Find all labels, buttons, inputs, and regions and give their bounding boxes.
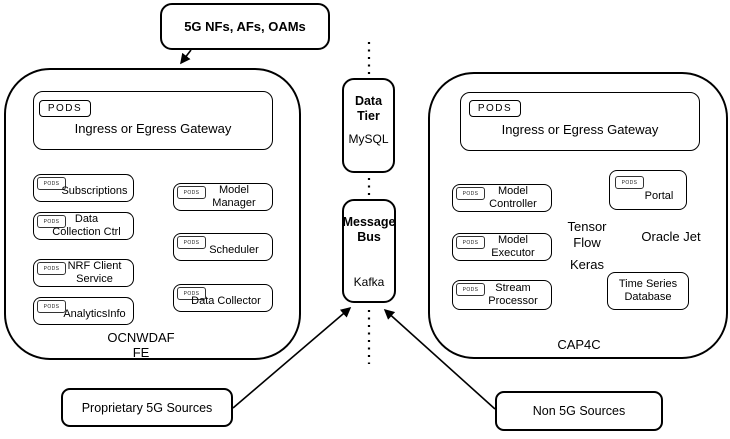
cap4c-gateway: PODS Ingress or Egress Gateway <box>460 92 700 151</box>
source-5g-nfs-afs-oams: 5G NFs, AFs, OAMs <box>160 3 330 50</box>
component-label: AnalyticsInfo <box>63 308 126 321</box>
data-tier-title: Data Tier <box>354 94 383 123</box>
component-data-collection-ctrl: PODS Data Collection Ctrl <box>33 212 134 240</box>
component-portal: PODS Portal <box>609 170 687 210</box>
arrow-5gnfs-to-ocnwdaf <box>180 49 192 65</box>
pods-tag: PODS <box>37 262 66 275</box>
component-model-manager: PODS Model Manager <box>173 183 273 211</box>
ocnwdaf-gateway-label: Ingress or Egress Gateway <box>74 121 232 136</box>
label-oracle-jet: Oracle Jet <box>641 229 701 244</box>
pods-tag: PODS <box>37 300 66 313</box>
source-non-5g-label: Non 5G Sources <box>532 404 626 418</box>
pods-tag: PODS <box>37 215 66 228</box>
pods-tag: PODS <box>456 283 485 296</box>
cap4c-cluster-title: CAP4C <box>557 337 601 352</box>
pods-tag: PODS <box>177 287 206 300</box>
pods-tag: PODS <box>177 236 206 249</box>
component-model-controller: PODS Model Controller <box>452 184 552 212</box>
source-non-5g: Non 5G Sources <box>495 391 663 431</box>
component-subscriptions: PODS Subscriptions <box>33 174 134 202</box>
component-time-series-database: Time Series Database <box>607 272 689 310</box>
component-label: Data Collector <box>191 295 261 308</box>
message-bus-tech: Kafka <box>353 275 385 289</box>
message-bus-title: Message Bus <box>342 215 396 244</box>
data-tier-box: Data Tier MySQL <box>342 78 395 173</box>
source-5g-nfs-afs-oams-label: 5G NFs, AFs, OAMs <box>184 19 306 34</box>
pods-tag: PODS <box>615 176 644 189</box>
source-proprietary-5g-label: Proprietary 5G Sources <box>81 400 213 415</box>
pods-tag: PODS <box>456 187 485 200</box>
cluster-cap4c: PODS Ingress or Egress Gateway PODS Mode… <box>428 72 728 359</box>
pods-tag: PODS <box>456 236 485 249</box>
cap4c-gateway-label: Ingress or Egress Gateway <box>501 122 659 137</box>
component-label: NRF Client Service <box>67 259 122 285</box>
pods-label: PODS <box>469 100 521 117</box>
component-data-collector: PODS Data Collector <box>173 284 273 312</box>
pods-tag: PODS <box>37 177 66 190</box>
component-analytics-info: PODS AnalyticsInfo <box>33 297 134 325</box>
component-label: Model Controller <box>489 184 537 210</box>
component-stream-processor: PODS Stream Processor <box>452 280 552 310</box>
data-tier-tech: MySQL <box>348 132 389 146</box>
pods-label: PODS <box>39 100 91 117</box>
ocnwdaf-gateway: PODS Ingress or Egress Gateway <box>33 91 273 150</box>
pods-tag: PODS <box>177 186 206 199</box>
component-label: Scheduler <box>209 244 259 257</box>
component-label: Portal <box>644 190 674 203</box>
component-label: Subscriptions <box>61 185 128 198</box>
component-label: Time Series Database <box>618 278 678 303</box>
cluster-ocnwdaf-fe: PODS Ingress or Egress Gateway PODS Subs… <box>4 68 301 360</box>
ocnwdaf-cluster-title: OCNWDAF FE <box>107 330 175 360</box>
component-label: Stream Processor <box>488 281 538 307</box>
component-nrf-client-service: PODS NRF Client Service <box>33 259 134 287</box>
message-bus-box: Message Bus Kafka <box>342 199 396 303</box>
component-label: Model Manager <box>212 183 256 209</box>
label-keras: Keras <box>570 257 604 272</box>
component-label: Model Executor <box>491 233 535 259</box>
source-proprietary-5g: Proprietary 5G Sources <box>61 388 233 427</box>
component-scheduler: PODS Scheduler <box>173 233 273 261</box>
label-tensor-flow: Tensor Flow <box>567 219 607 251</box>
component-model-executor: PODS Model Executor <box>452 233 552 261</box>
component-label: Data Collection Ctrl <box>52 212 121 238</box>
